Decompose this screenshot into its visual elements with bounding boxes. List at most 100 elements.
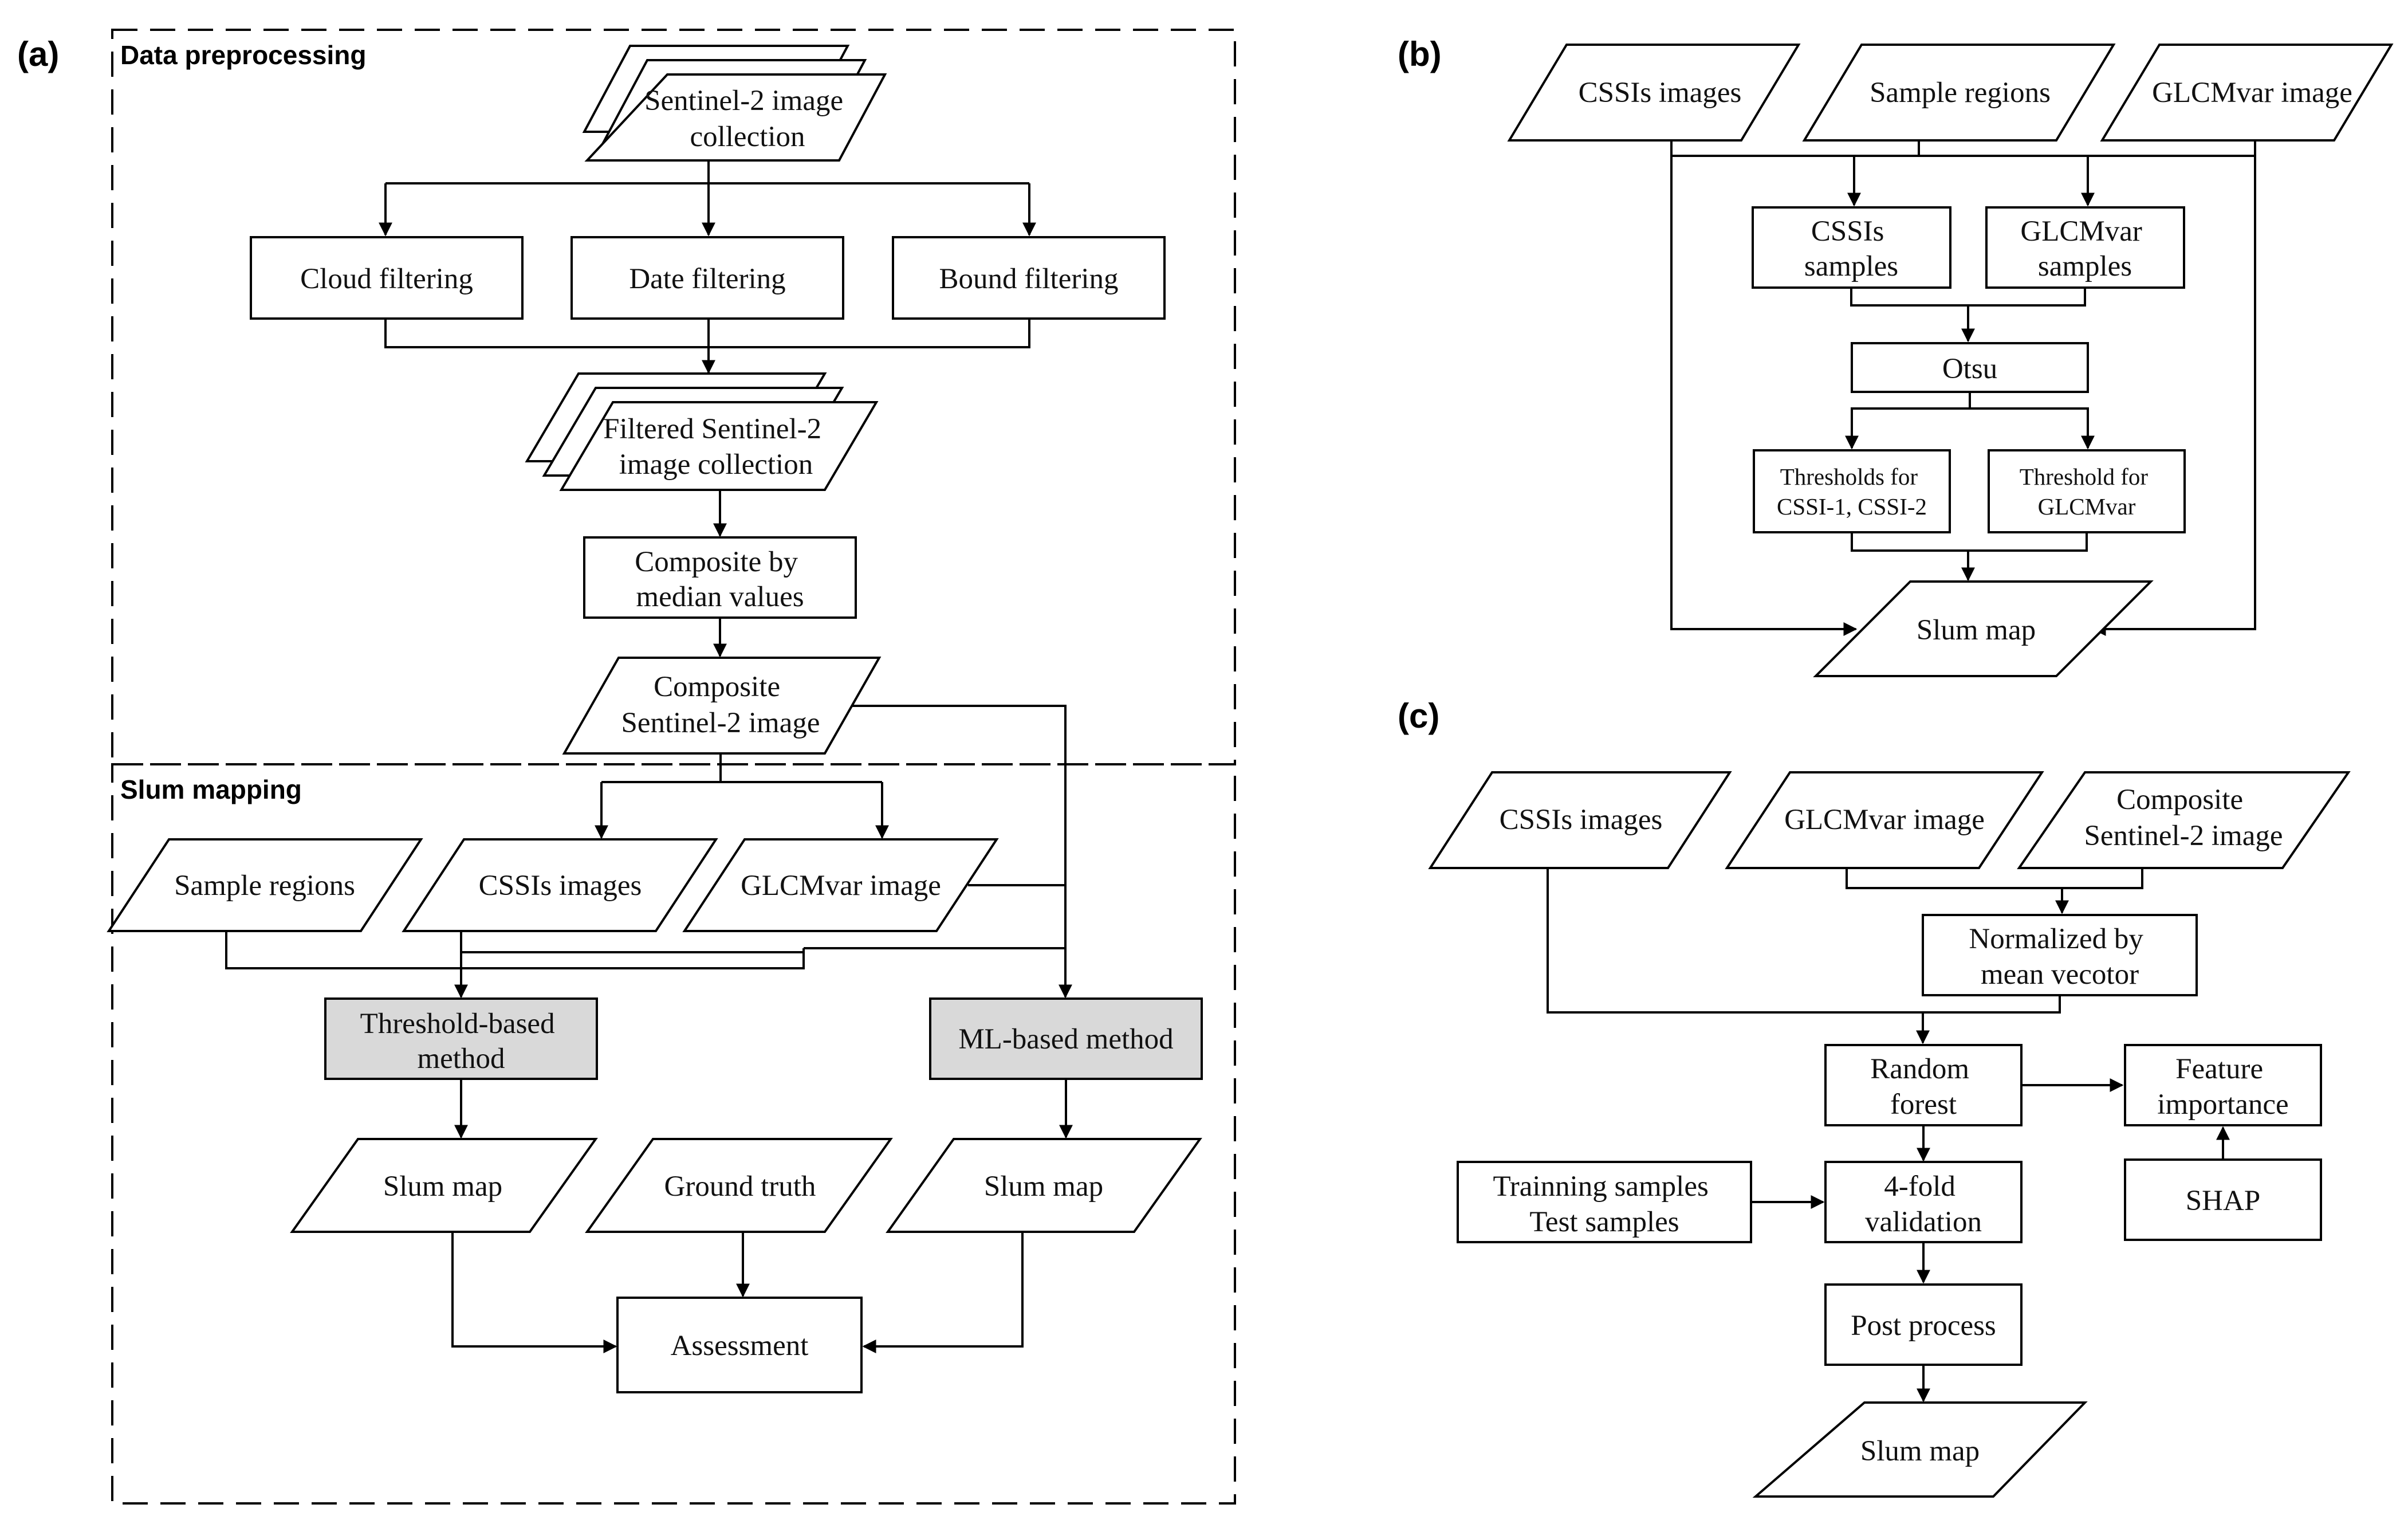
bound-filtering-label: Bound filtering — [939, 263, 1118, 295]
filtered-collection-node: Filtered Sentinel-2 image collection — [525, 372, 879, 491]
thresholds-cssi-node: Thresholds for CSSI-1, CSSI-2 — [1753, 449, 1951, 533]
edge-b-otsu-to-cssi — [1845, 392, 1971, 450]
ml-method-label: ML-based method — [958, 1023, 1173, 1055]
post-process-label: Post process — [1851, 1310, 1996, 1342]
slum-map-left-node: Slum map — [290, 1138, 598, 1233]
date-filtering-label: Date filtering — [629, 263, 785, 295]
edge-b-otsu-to-glcm — [1970, 407, 2095, 450]
feature-importance-label: Feature importance — [2157, 1053, 2288, 1121]
threshold-method-node: Threshold-based method — [324, 997, 598, 1080]
thresholds-cssi-label: Thresholds for CSSI-1, CSSI-2 — [1777, 464, 1927, 520]
ml-method-node: ML-based method — [929, 997, 1203, 1080]
glcmvar-image-node-b: GLCMvar image — [2100, 44, 2394, 142]
glcmvar-samples-label: GLCMvar samples — [2020, 215, 2149, 282]
edge-glcm-bus — [461, 948, 805, 953]
threshold-method-label: Threshold-based method — [360, 1008, 562, 1075]
glcmvar-image-node-a: GLCMvar image — [682, 838, 999, 932]
composite-image-node-c: Composite Sentinel-2 image — [2017, 771, 2351, 869]
cloud-filtering-node: Cloud filtering — [250, 236, 524, 320]
edge-b-left-bypass — [1670, 156, 1858, 636]
cssis-images-node-a: CSSIs images — [402, 838, 718, 932]
random-forest-node: Random forest — [1824, 1044, 2023, 1126]
edge-composite-to-ml — [852, 705, 1072, 999]
glcmvar-samples-node: GLCMvar samples — [1985, 206, 2185, 289]
glcmvar-image-node-c: GLCMvar image — [1725, 771, 2044, 869]
cssis-samples-label: CSSIs samples — [1804, 215, 1898, 282]
panel-label-c: (c) — [1398, 697, 1439, 735]
slum-mapping-frame — [111, 763, 1236, 1505]
shap-label: SHAP — [2186, 1185, 2260, 1217]
random-forest-label: Random forest — [1870, 1053, 1977, 1121]
normalized-label: Normalized by mean vecotor — [1969, 923, 2150, 991]
glcmvar-image-label-b: GLCMvar image — [2152, 77, 2352, 109]
cssis-images-node-c: CSSIs images — [1428, 771, 1732, 869]
sentinel-collection-node: Sentinel-2 image collection — [582, 45, 887, 162]
ground-truth-node: Ground truth — [585, 1138, 893, 1233]
cloud-filtering-label: Cloud filtering — [300, 263, 473, 295]
glcmvar-image-label-a: GLCMvar image — [741, 870, 941, 902]
cssis-samples-node: CSSIs samples — [1752, 206, 1951, 289]
ground-truth-label: Ground truth — [664, 1171, 816, 1203]
composite-median-node: Composite by median values — [583, 536, 857, 619]
section-title-slum-mapping: Slum mapping — [120, 775, 302, 804]
normalized-node: Normalized by mean vecotor — [1922, 914, 2198, 996]
edge-c-cssis-bus — [1547, 868, 1923, 1014]
assessment-label: Assessment — [671, 1330, 809, 1362]
cssis-images-node-b: CSSIs images — [1507, 44, 1801, 142]
composite-median-label: Composite by median values — [635, 546, 805, 613]
edge-c-glcm-comp-merge — [1846, 868, 2143, 889]
filtered-collection-label: Filtered Sentinel-2 image collection — [603, 413, 829, 481]
section-title-preprocessing: Data preprocessing — [120, 40, 366, 70]
edge-samples-bus — [225, 931, 805, 969]
samples-node: Trainning samples Test samples — [1457, 1161, 1752, 1243]
panel-label-b: (b) — [1398, 35, 1442, 73]
otsu-node: Otsu — [1851, 342, 2089, 393]
sample-regions-node-a: Sample regions — [107, 838, 423, 932]
shap-node: SHAP — [2124, 1158, 2322, 1241]
stack-layer-front — [584, 73, 887, 162]
cssis-images-label-b: CSSIs images — [1579, 77, 1742, 109]
panel-c: CSSIs images GLCMvar image Composite Sen… — [1428, 771, 2351, 1498]
composite-image-node: Composite Sentinel-2 image — [562, 657, 882, 755]
composite-image-label-c: Composite Sentinel-2 image — [2084, 784, 2283, 852]
slum-map-label-b: Slum map — [1917, 614, 2036, 646]
slum-map-right-label: Slum map — [984, 1171, 1103, 1203]
validation-node: 4-fold validation — [1824, 1161, 2023, 1243]
slum-map-node-c: Slum map — [1752, 1401, 2088, 1498]
edge-b-right-bypass — [2092, 156, 2256, 636]
slum-map-label-c: Slum map — [1860, 1435, 1980, 1467]
sentinel-collection-label: Sentinel-2 image collection — [644, 85, 851, 153]
edge-c-normalized-bus — [1923, 995, 2061, 1014]
sample-regions-node-b: Sample regions — [1802, 44, 2116, 142]
post-process-node: Post process — [1824, 1283, 2023, 1366]
composite-image-label: Composite Sentinel-2 image — [621, 671, 820, 739]
panel-b: CSSIs images Sample regions GLCMvar imag… — [1507, 44, 2394, 677]
threshold-glcmvar-label: Threshold for GLCMvar — [2020, 464, 2154, 520]
preprocessing-frame — [111, 29, 1236, 765]
cssis-images-label-a: CSSIs images — [479, 870, 642, 902]
edge-b-samples-merge — [1850, 288, 2086, 307]
sample-regions-label-a: Sample regions — [174, 870, 355, 902]
samples-label: Trainning samples Test samples — [1493, 1171, 1715, 1238]
sample-regions-label-b: Sample regions — [1870, 77, 2051, 109]
slum-map-left-label: Slum map — [383, 1171, 502, 1203]
panel-label-a: (a) — [17, 35, 59, 73]
edge-right-to-assessment — [862, 1232, 1024, 1353]
feature-importance-node: Feature importance — [2124, 1044, 2322, 1126]
threshold-glcmvar-node: Threshold for GLCMvar — [1988, 449, 2186, 533]
assessment-node: Assessment — [616, 1297, 863, 1393]
cssis-images-label-c: CSSIs images — [1500, 804, 1663, 836]
otsu-label: Otsu — [1942, 353, 1997, 385]
glcmvar-image-label-c: GLCMvar image — [1784, 804, 1985, 836]
bound-filtering-node: Bound filtering — [892, 236, 1166, 320]
edge-b-thresholds-merge — [1851, 532, 2088, 552]
edge-left-to-assessment — [451, 1232, 617, 1353]
slum-map-right-node: Slum map — [886, 1138, 1202, 1233]
panel-a: Data preprocessing Slum mapping Sentinel… — [107, 29, 1236, 1505]
date-filtering-node: Date filtering — [570, 236, 844, 320]
slum-map-node-b: Slum map — [1813, 580, 2154, 677]
stack-layer-front — [559, 401, 879, 491]
validation-label: 4-fold validation — [1865, 1171, 1982, 1238]
